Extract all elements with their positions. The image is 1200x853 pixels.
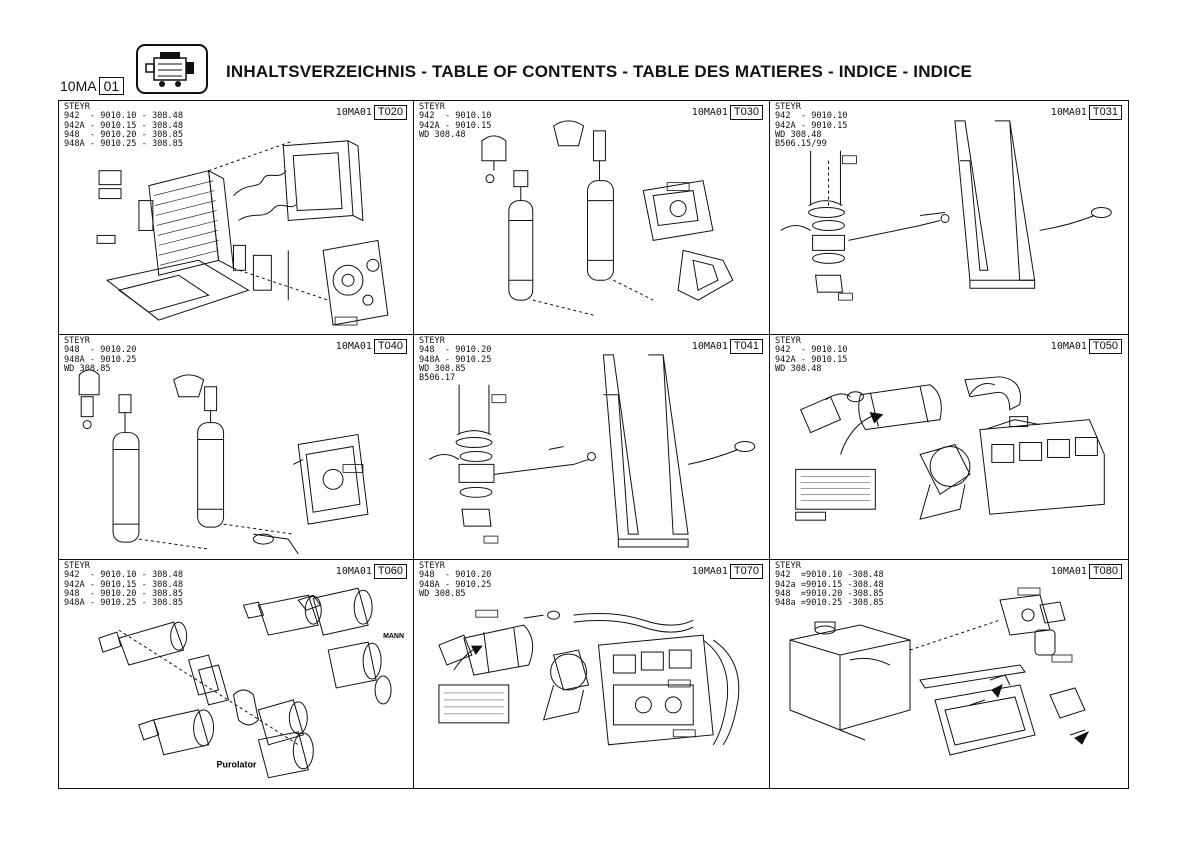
model-list: STEYR 948 - 9010.20 948A - 9010.25 WD 30… [64, 336, 137, 374]
section-ref: 10MA01 T040 [336, 339, 407, 354]
model-list: STEYR 948 - 9010.20 948A - 9010.25 WD 30… [419, 336, 492, 384]
fuel-tank-drawing [789, 587, 1090, 756]
document-code: 10MA 01 [60, 77, 125, 95]
engine-icon [136, 44, 208, 94]
toc-cell-t030[interactable]: STEYR 942 - 9010.10 942A - 9010.15 WD 30… [414, 101, 770, 335]
model-list: STEYR 942 - 9010.10 - 308.48 942A - 9010… [64, 102, 183, 150]
exhaust-pipe-linkage-drawing [428, 354, 756, 548]
toc-cell-t040[interactable]: STEYR 948 - 9010.20 948A - 9010.25 WD 30… [59, 335, 414, 560]
toc-cell-t031[interactable]: STEYR 942 - 9010.10 942A - 9010.15 WD 30… [770, 101, 1128, 335]
purolator-logo: Purolator [217, 760, 257, 770]
air-cleaner-drawing [795, 376, 1105, 521]
section-ref: 10MA01 T030 [692, 105, 763, 120]
section-code[interactable]: T030 [729, 105, 763, 120]
toc-cell-t070[interactable]: STEYR 948 - 9010.20 948A - 9010.25 WD 30… [414, 560, 770, 788]
doc-code-label: 10MA [60, 78, 97, 94]
section-code[interactable]: T040 [373, 339, 407, 354]
section-ref: 10MA01 T041 [692, 339, 763, 354]
section-code[interactable]: T020 [373, 105, 407, 120]
section-ref: 10MA01 T050 [1051, 339, 1122, 354]
model-list: STEYR 942 - 9010.10 942A - 9010.15 WD 30… [775, 102, 848, 150]
model-list: STEYR 942 =9010.10 -308.48 942a =9010.15… [775, 561, 884, 609]
page-title: INHALTSVERZEICHNIS - TABLE OF CONTENTS -… [226, 62, 973, 81]
exhaust-silencer-drawing [78, 369, 369, 555]
model-list: STEYR 942 - 9010.10 942A - 9010.15 WD 30… [419, 102, 492, 140]
section-ref: 10MA01 T060 [336, 564, 407, 579]
model-list: STEYR 942 - 9010.10 942A - 9010.15 WD 30… [775, 336, 848, 374]
exhaust-pipe-linkage-drawing [780, 120, 1112, 301]
model-list: STEYR 942 - 9010.10 - 308.48 942A - 9010… [64, 561, 183, 609]
toc-cell-t080[interactable]: STEYR 942 =9010.10 -308.48 942a =9010.15… [770, 560, 1128, 788]
air-filter-parts-drawing: MANN Purolator [98, 587, 404, 779]
doc-code-box: 01 [98, 77, 125, 95]
toc-cell-t060[interactable]: STEYR 942 - 9010.10 - 308.48 942A - 9010… [59, 560, 414, 788]
section-code[interactable]: T031 [1088, 105, 1122, 120]
air-intake-drawing [438, 609, 740, 746]
toc-cell-t020[interactable]: STEYR 942 - 9010.10 - 308.48 942A - 9010… [59, 101, 414, 335]
section-ref: 10MA01 T070 [692, 564, 763, 579]
toc-cell-t050[interactable]: STEYR 942 - 9010.10 942A - 9010.15 WD 30… [770, 335, 1128, 560]
section-ref: 10MA01 T031 [1051, 105, 1122, 120]
section-code[interactable]: T050 [1088, 339, 1122, 354]
section-ref: 10MA01 T020 [336, 105, 407, 120]
section-code[interactable]: T080 [1088, 564, 1122, 579]
section-code[interactable]: T070 [729, 564, 763, 579]
mann-logo: MANN [383, 633, 404, 640]
model-list: STEYR 948 - 9010.20 948A - 9010.25 WD 30… [419, 561, 492, 599]
radiator-cooling-drawing [96, 140, 389, 326]
section-code[interactable]: T041 [729, 339, 763, 354]
toc-grid: STEYR 942 - 9010.10 - 308.48 942A - 9010… [58, 100, 1129, 789]
toc-cell-t041[interactable]: STEYR 948 - 9010.20 948A - 9010.25 WD 30… [414, 335, 770, 560]
exhaust-silencer-drawing [481, 120, 734, 316]
section-ref: 10MA01 T080 [1051, 564, 1122, 579]
section-code[interactable]: T060 [373, 564, 407, 579]
